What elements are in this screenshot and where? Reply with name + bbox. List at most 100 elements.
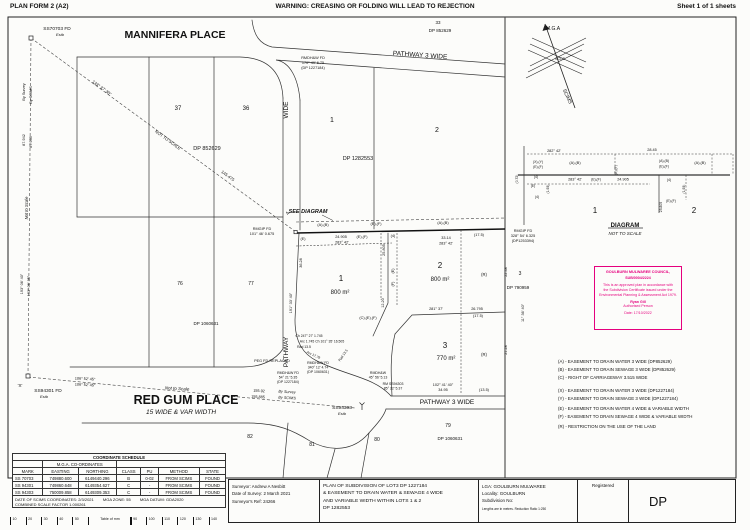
dp-ref: DP 852629 (193, 146, 220, 152)
ref-mark: RM SS94303 (383, 382, 404, 386)
sheet-count: Sheet 1 of 1 sheets (677, 3, 736, 10)
warning-text: WARNING: CREASING OR FOLDING WILL LEAD T… (275, 3, 475, 10)
easement-label: (A),(B) (317, 223, 329, 227)
legend-item: (B) - EASEMENT TO DRAIN SEWAGE 3 WIDE (D… (558, 367, 676, 372)
col-header: STATE (199, 467, 226, 475)
plan-title-line: AND VARIABLE WIDTH WITHIN LOTS 1 & 2 (323, 498, 422, 504)
lot-number: 80 (374, 437, 380, 443)
plan-label: 12.20 (381, 298, 385, 308)
plan-label: Not to Scale (24, 196, 29, 219)
cell-pu: - (140, 488, 159, 496)
easement-label: (E) (391, 268, 395, 274)
plan-label: 25.805 (382, 244, 386, 256)
plan-label: 283° 42' (439, 242, 453, 246)
cell-mark: SS 70703 (11, 474, 44, 482)
survey-mark-symbols (25, 35, 365, 410)
compass-mga: M.G.A (546, 26, 561, 32)
council-approval-stamp: GOULBURN MULWAREE COUNCIL, SUB/0004/2224… (594, 266, 682, 330)
cell-class: C (115, 481, 142, 489)
ref-mark: RMDH&W FD (301, 56, 325, 60)
plan-label: 25.805 (659, 202, 663, 212)
plan-label: 281° 37' (429, 307, 443, 311)
street-redgum: RED GUM PLACE (134, 393, 239, 407)
plan-label: Estb (40, 394, 49, 399)
easement-label: (E),(F) (659, 165, 669, 169)
mga-datum: MGA DATUM: GDA2020 (139, 496, 184, 502)
plan-label: 283° 42' (568, 178, 582, 182)
cell-northing: 6149440.296 (77, 474, 117, 482)
dp-ref: DP 790959 (507, 285, 530, 290)
stamp-line: Ryan Gill (630, 299, 646, 304)
ruler-tick: 120 (177, 517, 193, 525)
plan-label: (DP 1227184) (301, 66, 325, 70)
easement-label: (A),(B) (694, 161, 706, 165)
ruler-tick: 140 (208, 517, 225, 525)
plan-label: 26.795 (471, 307, 483, 311)
parcel-lines (69, 17, 506, 479)
ruler-tick: 100 (146, 517, 162, 525)
col-header: NORTHING (77, 467, 117, 475)
col-header: MARK (11, 467, 44, 475)
compass-scims: SCIMS (561, 88, 573, 105)
street-pathway-bottom: PATHWAY 3 WIDE (420, 399, 475, 406)
col-header: EASTING (42, 467, 79, 475)
plan-label: 193° 06' 40" (20, 273, 24, 294)
plan-label: Rad 13.5 (338, 349, 349, 363)
easement-label: (X),(Y) (533, 160, 543, 164)
lot-number: 3 (519, 271, 522, 277)
lot-number: 79 (445, 423, 451, 429)
plan-label: 'X' (18, 383, 23, 388)
plan-label: (DP 1060631) (307, 370, 329, 374)
mga-zone: MGA ZONE: 55 (102, 496, 131, 502)
plan-label: 133° 37' 30" (91, 79, 113, 97)
ruler-tick: 110 (161, 517, 178, 525)
stamp-line: Authorised Person (623, 304, 653, 309)
easement-label: (A),(B) (569, 161, 581, 165)
plan-label: 155.92 (253, 389, 265, 394)
easement-label: (E) (300, 237, 306, 241)
plan-label: 340° 12' 4.74 (308, 366, 329, 370)
plan-label: Rad 13.5 (297, 345, 311, 349)
dp-ref: DP 1282553 (343, 156, 373, 162)
cell-easting: 749860.648 (42, 481, 79, 489)
plan-label: 22.48 (504, 267, 508, 277)
plan-label: (17.5) (474, 233, 485, 237)
spacer-cell (115, 460, 227, 468)
dp-ref: DP 1060631 (438, 436, 463, 441)
ref-mark: RMGIP FD (514, 229, 533, 233)
stamp-line: SUB/0004/2224 (625, 276, 651, 281)
title-block-panels: Surveyor: Andrew A Nesbitt Date of Surve… (228, 479, 736, 523)
survey-mark: SS70703 FD (43, 26, 71, 32)
legend-item: (Y) - EASEMENT TO DRAIN SEWAGE 3 WIDE (D… (558, 396, 678, 401)
plan-label: By Survey (278, 390, 297, 395)
lot-area: 800 m² (331, 290, 350, 296)
locality: Locality: GOULBURN (482, 490, 526, 496)
table-row: SS 94301 749860.648 6149354.627 C - FROM… (11, 481, 226, 489)
plan-label: 106° 52' 45" (75, 376, 96, 381)
survey-mark: SS94301 FD (34, 388, 62, 394)
cell-northing: 6149354.627 (77, 481, 117, 489)
lot-number: 1 (339, 274, 344, 283)
cell-method: FROM SCIMS (157, 474, 201, 482)
plan-label: 11° 36' 40" (521, 303, 525, 322)
street-mannifera: MANNIFERA PLACE (124, 29, 225, 41)
plan-label: 21.28 (504, 345, 508, 355)
plan-label: (4) (391, 234, 396, 238)
stamp-line: Environmental Planning & Assessment Act … (599, 292, 677, 297)
scale-factor: COMBINED SCALE FACTOR 1.000261 (15, 501, 86, 507)
plan-label: Arc 1.745 Ch 101° 35' 16.505 (300, 340, 345, 344)
col-header: PU (140, 467, 159, 475)
ref-mark: PEG FD-REPLACED (254, 359, 290, 363)
registered-label: Registered (591, 482, 615, 488)
easement-label: (E),(F) (591, 178, 601, 182)
lot-number: 77 (248, 281, 254, 287)
diagram-inset-lines (518, 146, 734, 229)
cell-easting: 750009.858 (42, 488, 79, 496)
plan-label: 145.475 (220, 169, 236, 182)
ruler-tick: 130 (192, 517, 209, 525)
plan-label: (DP 1227184) (277, 380, 299, 384)
plan-label: (4) (534, 175, 538, 179)
legend-item: (C) - RIGHT OF CARRIAGEWAY 3.515 WIDE (558, 375, 648, 380)
plan-label: 170° 49' 6.75 (302, 61, 324, 65)
